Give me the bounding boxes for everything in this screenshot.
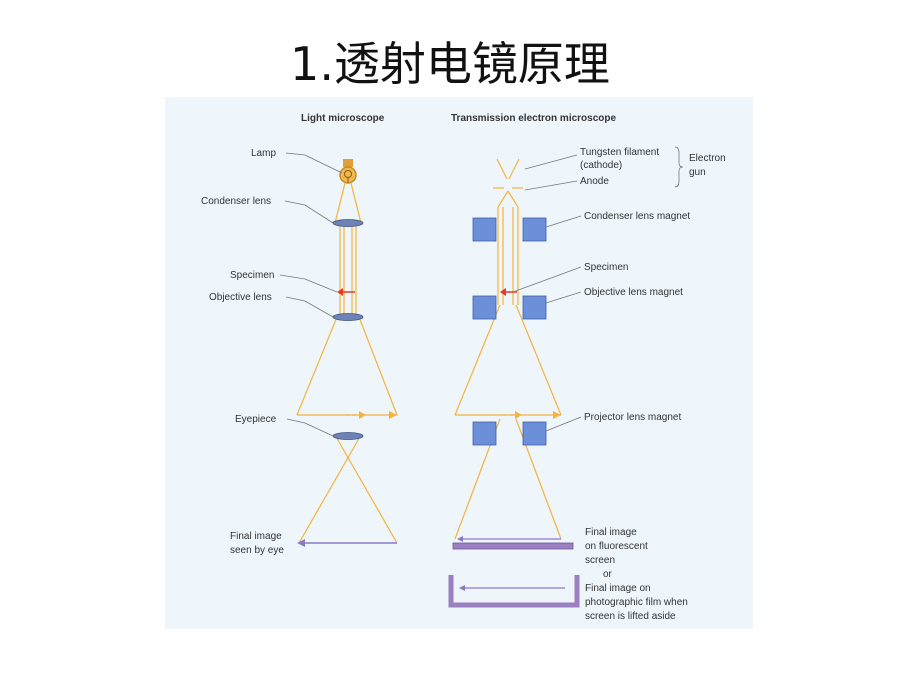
- objective-lens: [332, 313, 364, 321]
- film-label-1: Final image on: [585, 583, 651, 594]
- electron-beam-paths: [454, 190, 562, 540]
- anode-label: Anode: [580, 176, 609, 187]
- electron-gun-label-1: Electron: [689, 153, 726, 164]
- lamp-label: Lamp: [251, 148, 276, 159]
- projector-lens-magnet-label: Projector lens magnet: [584, 412, 681, 423]
- tem-final-image-label-1: Final image: [585, 527, 637, 538]
- tungsten-filament-label-1: Tungsten filament: [580, 147, 659, 158]
- light-intermediate-arrows: [345, 411, 397, 419]
- condenser-lens-label: Condenser lens: [201, 196, 271, 207]
- eyepiece-lens: [332, 432, 364, 440]
- eyepiece-label: Eyepiece: [235, 414, 277, 425]
- tem-final-image-label-2: on fluorescent: [585, 541, 648, 552]
- tem-leader-lines: [512, 154, 582, 432]
- film-label-2: photographic film when: [585, 597, 688, 608]
- tem-specimen-arrow: [500, 288, 517, 296]
- light-microscope-heading: Light microscope: [301, 113, 385, 124]
- objective-lens-label: Objective lens: [209, 292, 272, 303]
- light-leader-lines: [279, 152, 343, 437]
- microscope-diagram: Light microscope: [165, 97, 753, 629]
- condenser-lens-magnet-label: Condenser lens magnet: [584, 211, 690, 222]
- electron-gun-label-2: gun: [689, 167, 706, 178]
- tungsten-filament: [496, 158, 520, 180]
- or-label: or: [603, 569, 613, 580]
- photographic-film-tray: [448, 575, 580, 608]
- electron-gun-brace: [674, 146, 684, 188]
- film-label-3: screen is lifted aside: [585, 611, 676, 622]
- slide-title: 1.透射电镜原理: [290, 37, 610, 91]
- condenser-lens-magnet: [472, 217, 547, 242]
- light-final-image-arrow: [297, 539, 397, 547]
- light-specimen-arrow: [337, 288, 355, 296]
- tem-specimen-label: Specimen: [584, 262, 628, 273]
- light-final-image-label-1: Final image: [230, 531, 282, 542]
- projector-lens-magnet: [472, 421, 547, 446]
- light-ray-paths: [296, 182, 398, 544]
- tungsten-filament-label-2: (cathode): [580, 160, 622, 171]
- objective-lens-magnet-label: Objective lens magnet: [584, 287, 683, 298]
- objective-lens-magnet: [472, 295, 547, 320]
- fluorescent-screen: [452, 536, 574, 550]
- microscope-diagram-svg: Light microscope: [201, 113, 726, 622]
- tem-final-image-label-3: screen: [585, 555, 615, 566]
- lamp-icon: [339, 159, 357, 184]
- light-final-image-label-2: seen by eye: [230, 545, 284, 556]
- condenser-lens: [332, 219, 364, 227]
- specimen-label: Specimen: [230, 270, 274, 281]
- tem-intermediate-arrows: [503, 411, 561, 419]
- tem-heading: Transmission electron microscope: [451, 113, 616, 124]
